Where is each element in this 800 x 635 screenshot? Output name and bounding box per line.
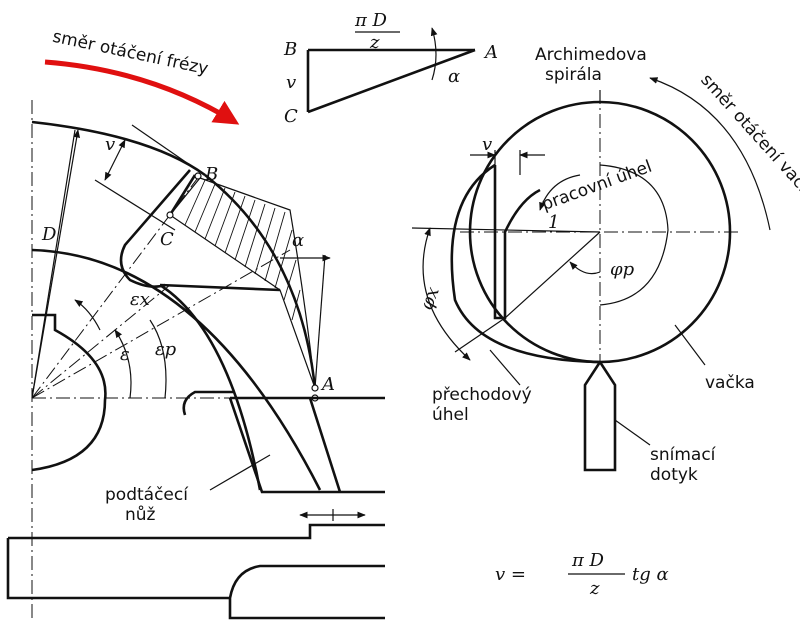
label-transition-1: přechodový bbox=[432, 385, 532, 405]
label-working-angle: pracovní úhel bbox=[539, 157, 655, 215]
probe bbox=[583, 359, 617, 472]
label-A-cutter: A bbox=[320, 374, 335, 395]
label-tool-2: nůž bbox=[125, 505, 156, 525]
label-C-cutter: C bbox=[160, 229, 174, 250]
label-epsilon-x: εx bbox=[130, 289, 150, 310]
formula: v = π D z tg α bbox=[495, 550, 669, 599]
label-archimedes: Archimedova bbox=[535, 45, 647, 65]
formula-rhs: tg α bbox=[632, 564, 669, 585]
label-tool-1: podtáčecí bbox=[105, 485, 189, 505]
label-B-cutter: B bbox=[204, 164, 218, 185]
triangle-diagram: π D z B v C A α bbox=[283, 10, 498, 127]
cutter-outer-arc bbox=[31, 120, 206, 177]
label-cutter-rotation: směr otáčení frézy bbox=[51, 27, 210, 80]
archimedes-spiral-inner bbox=[599, 164, 669, 306]
label-v-cam: v bbox=[482, 134, 492, 155]
cam-drawing: v φx φp pracovní úhel 1 směr otáčení vač… bbox=[411, 45, 800, 485]
label-epsilon-p: εp bbox=[155, 339, 177, 360]
label-A-triangle: A bbox=[483, 42, 498, 63]
label-v-triangle: v bbox=[286, 72, 296, 93]
label-spiral: spirála bbox=[545, 65, 602, 85]
tooth-relief-curve bbox=[204, 173, 317, 389]
side-view bbox=[6, 523, 385, 620]
label-phi-x: φx bbox=[416, 284, 444, 313]
label-epsilon: ε bbox=[120, 344, 130, 365]
label-transition-2: úhel bbox=[432, 405, 469, 425]
formula-denominator: z bbox=[589, 578, 600, 599]
label-probe-1: snímací bbox=[650, 445, 717, 465]
label-v-cutter: v bbox=[105, 134, 115, 155]
label-D: D bbox=[41, 224, 57, 245]
formula-lhs: v = bbox=[495, 564, 526, 585]
label-cam-rotation: směr otáčení vačky bbox=[696, 70, 800, 206]
label-B-triangle: B bbox=[283, 39, 297, 60]
label-alpha-cutter: α bbox=[292, 230, 304, 251]
cutter-rotation-arrow bbox=[44, 59, 240, 125]
label-alpha-triangle: α bbox=[448, 66, 460, 87]
label-probe-2: dotyk bbox=[650, 465, 698, 485]
transition-boundary bbox=[493, 165, 541, 320]
formula-numerator: π D bbox=[571, 550, 605, 571]
tooth-face bbox=[119, 169, 191, 288]
label-cam: vačka bbox=[705, 373, 755, 393]
hub bbox=[31, 313, 107, 472]
cutter-drawing: D v ε εx εp α B C A podtáčecí nůž bbox=[6, 59, 385, 620]
label-z-top: z bbox=[369, 32, 380, 53]
relief-tool bbox=[228, 396, 385, 494]
label-one: 1 bbox=[548, 212, 559, 233]
label-piD: π D bbox=[354, 10, 388, 31]
label-phi-p: φp bbox=[610, 259, 635, 280]
cutter-inner-arc bbox=[31, 248, 322, 491]
diameter-line bbox=[31, 129, 81, 399]
label-C-triangle: C bbox=[284, 106, 298, 127]
